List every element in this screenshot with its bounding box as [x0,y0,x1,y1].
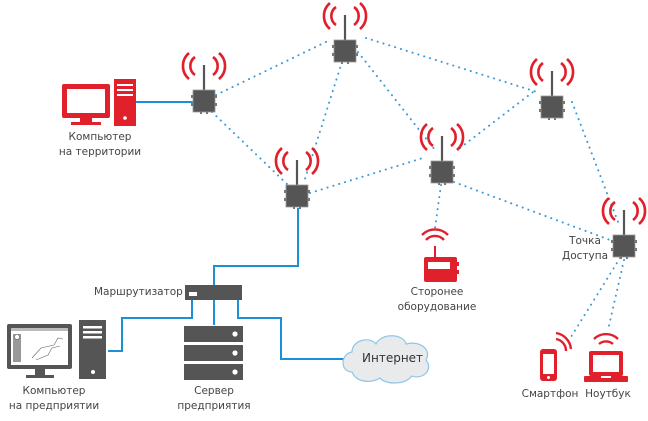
smartphone-label: Смартфон [521,388,579,400]
server-icon[interactable] [184,326,243,380]
label-line: оборудование [397,301,477,313]
mesh-node-2[interactable] [322,1,368,66]
office-computer-label: Компьютер на предприятии [4,384,104,414]
wired-link [108,300,193,352]
wired-links [108,101,350,360]
router-icon[interactable] [185,285,242,300]
label-line: на предприятии [8,400,100,412]
router-label: Маршрутизатор [94,286,183,298]
label-line: Компьютер [68,131,132,143]
mesh-node-3[interactable] [274,146,320,211]
wired-link [237,300,350,360]
label-line: предприятия [177,400,251,412]
wireless-link [215,39,331,96]
label-line: Точка [569,235,601,247]
wireless-link [309,157,424,194]
internet-label: Интернет [362,351,424,365]
internet-cloud-icon[interactable] [342,335,430,384]
smartphone-icon[interactable] [540,331,573,381]
mesh-node-4[interactable] [419,122,465,187]
field-computer-icon[interactable] [62,79,136,126]
label-line: Сторонее [410,286,464,298]
server-label: Сервер предприятия [172,384,256,414]
office-computer-icon[interactable] [7,320,106,379]
third-party-device-icon[interactable] [421,228,459,282]
label-line: Компьютер [22,385,86,397]
laptop-icon[interactable] [584,332,628,382]
third-party-device-label: Сторонее оборудование [392,285,482,315]
wireless-link [571,101,621,228]
label-line: на территории [58,146,142,158]
label-line: Сервер [194,385,234,397]
wireless-link [607,259,625,331]
wireless-link [365,37,538,93]
mesh-node-5[interactable] [529,57,575,122]
laptop-label: Ноутбук [585,388,631,400]
mesh-node-1[interactable] [181,51,227,116]
label-line: Доступа [561,250,609,262]
wired-link [213,208,299,285]
wireless-link [434,184,442,229]
wireless-link [357,51,436,151]
access-point-label: Точка Доступа [560,234,610,264]
wireless-link [211,111,289,186]
wireless-link [453,181,611,241]
field-computer-label: Компьютер на территории [58,130,142,160]
wireless-link [565,257,621,346]
wireless-link [459,91,534,149]
